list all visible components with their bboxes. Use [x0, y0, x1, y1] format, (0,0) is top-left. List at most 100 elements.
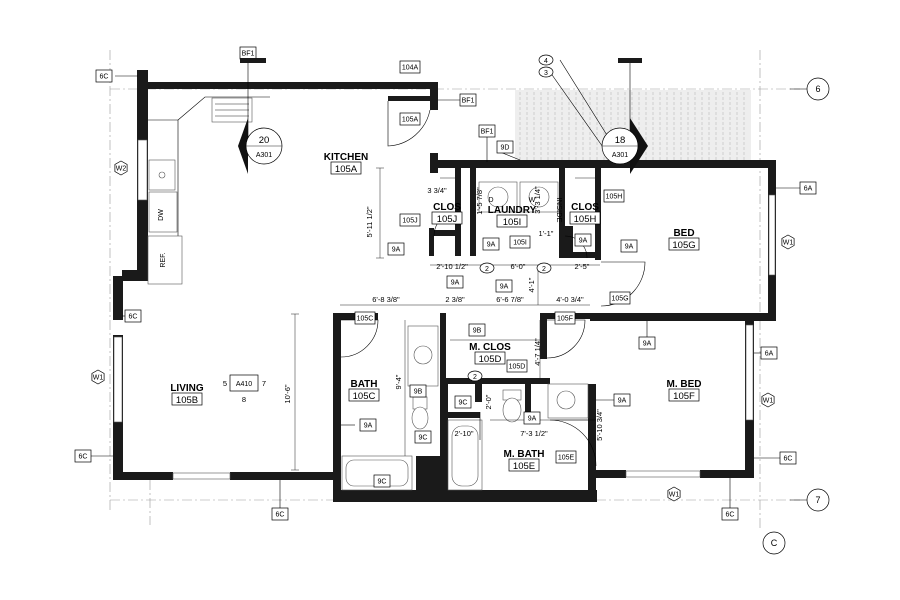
tag-label: 6C [79, 454, 88, 461]
keynote-2b[interactable]: 2 [536, 262, 552, 274]
door-tag-105j[interactable]: 105J [399, 213, 421, 227]
tag-label: 9D [501, 145, 510, 152]
tag-label: 9C [459, 400, 468, 407]
dimension-d11: 6'-6 7/8" [496, 295, 524, 304]
wall-tag-a9-1[interactable]: 9A [387, 242, 405, 256]
wall-tag-c6-bottom-right[interactable]: 6C [721, 507, 739, 521]
dryer-label: D [488, 197, 493, 204]
wall-tag-c9-1[interactable]: 9C [454, 395, 472, 409]
tag-label: 9A [625, 244, 634, 251]
door-tag-105a[interactable]: 105A [399, 112, 421, 126]
tag-label: 9A [528, 416, 537, 423]
section-number: 20 [259, 135, 270, 146]
elevation-sheet: A410 [236, 381, 252, 388]
door-tag-105d[interactable]: 105D [506, 359, 528, 373]
section-sheet: A301 [256, 152, 272, 159]
keynote-2a[interactable]: 2 [479, 262, 495, 274]
dimension-d5: 2'-10 1/2" [436, 262, 468, 271]
wall-tag-a9-9[interactable]: 9A [523, 411, 541, 425]
room-number: 105A [335, 164, 358, 175]
door-tag-105e[interactable]: 105E [555, 450, 577, 464]
grid-bubble-c[interactable]: C [762, 531, 786, 555]
door-tag-105h[interactable]: 105H [603, 189, 625, 203]
dimension-d8: 4'-1" [527, 277, 536, 292]
wall-tag-a9-8[interactable]: 9A [359, 418, 377, 432]
svg-text:6: 6 [815, 84, 820, 94]
dimension-labels: 3 3/4"5'-11 1/2"1'-5 7/8"3'-3 1/4"2'-10 … [283, 186, 604, 441]
wall-tag-bf1-top[interactable]: BF1 [239, 46, 257, 60]
wall-tag-c6-right[interactable]: 6C [779, 451, 797, 465]
section-sheet: A301 [612, 152, 628, 159]
room-name: LIVING [170, 383, 204, 394]
tag-label: 6C [726, 512, 735, 519]
window-tag-w1-bed[interactable]: W1 [781, 234, 795, 250]
keynote-3[interactable]: 3 [538, 66, 554, 78]
wall-tag-a9-10[interactable]: 9A [613, 393, 631, 407]
dimension-d4: 3'-3 1/4" [533, 186, 542, 214]
tag-label: 105A [402, 117, 419, 124]
wall-tag-a9-6[interactable]: 9A [495, 279, 513, 293]
inside-label: INSIDE [555, 197, 564, 222]
tag-label: 105J [402, 218, 417, 225]
tag-label: W1 [783, 240, 794, 247]
tag-label: 105E [558, 455, 575, 462]
tag-label: 9A [500, 284, 509, 291]
tag-label: 9B [473, 328, 482, 335]
grid-bubble-7[interactable]: 7 [806, 488, 830, 512]
dimension-d16: 2'-0" [484, 394, 493, 409]
wall-tag-d9[interactable]: 9D [496, 140, 514, 154]
wall-tag-bf1-right[interactable]: BF1 [459, 93, 477, 107]
wall-tag-c6-bottom-left[interactable]: 6C [74, 449, 92, 463]
elevation-callout[interactable]: A410 5 7 8 [223, 374, 266, 404]
door-tag-105f[interactable]: 105F [554, 311, 576, 325]
door-tag-104a[interactable]: 104A [399, 60, 421, 74]
wall-tag-a9-5[interactable]: 9A [620, 239, 638, 253]
tag-label: 105G [611, 296, 628, 303]
section-callout-20[interactable]: 20 A301 [238, 58, 283, 174]
callouts: 20 A301 18 A301 A410 5 7 8 4 3 [223, 54, 648, 404]
room-number: 105D [479, 354, 502, 365]
wall-tag-a9-4[interactable]: 9A [574, 233, 592, 247]
door-tag-105i[interactable]: 105I [509, 235, 531, 249]
dishwasher-label: DW [158, 209, 165, 221]
wall-tag-bf1-mid[interactable]: BF1 [478, 124, 496, 138]
tags: 104A 105A 105J 105I 105H 105G 105C 105F 105D 105E… [74, 46, 817, 521]
wall-tag-b9-1[interactable]: 9B [468, 323, 486, 337]
wall-tag-a9-7[interactable]: 9A [638, 336, 656, 350]
dimension-d19: 5'-10 3/4" [595, 409, 604, 441]
dimension-d18: 7'-3 1/2" [520, 429, 548, 438]
door-tag-105g[interactable]: 105G [609, 291, 631, 305]
wall-tag-c6-top-left[interactable]: 6C [95, 69, 113, 83]
tag-label: 9A [618, 398, 627, 405]
wall-tag-a9-3[interactable]: 9A [482, 237, 500, 251]
wall-tag-c9-2[interactable]: 9C [414, 430, 432, 444]
room-number: 105B [176, 395, 198, 406]
wall-tag-c6-bottom[interactable]: 6C [271, 507, 289, 521]
wall-tag-c6-left[interactable]: 6C [124, 309, 142, 323]
svg-text:2: 2 [485, 266, 489, 273]
grid-bubble-6[interactable]: 6 [806, 77, 830, 101]
section-callout-18[interactable]: 18 A301 [601, 58, 648, 174]
keynote-2c[interactable]: 2 [467, 370, 483, 382]
dimension-d15: 4'-7 1/4" [533, 338, 542, 366]
room-number: 105F [673, 391, 695, 402]
keynote-4[interactable]: 4 [538, 54, 554, 66]
wall-tag-c9-3[interactable]: 9C [373, 474, 391, 488]
tag-label: 9A [364, 423, 373, 430]
elevation-right: 7 [262, 379, 266, 388]
window-tag-w1-living[interactable]: W1 [91, 369, 105, 385]
room-number: 105J [437, 214, 458, 225]
wall-tag-a6-top-right[interactable]: 6A [799, 181, 817, 195]
door-tag-105c[interactable]: 105C [354, 311, 376, 325]
refrigerator-label: REF. [160, 252, 167, 267]
window-tag-w1-bottom[interactable]: W1 [667, 486, 681, 502]
wall-tag-a9-2[interactable]: 9A [446, 275, 464, 289]
tag-label: 6A [804, 186, 813, 193]
window-tag-w2[interactable]: W2 [114, 160, 128, 176]
window-tag-w1-mbed[interactable]: W1 [761, 392, 775, 408]
wall-tag-b9-2[interactable]: 9B [409, 384, 427, 398]
elevation-left: 5 [223, 379, 227, 388]
wall-tag-a6-right[interactable]: 6A [760, 346, 778, 360]
